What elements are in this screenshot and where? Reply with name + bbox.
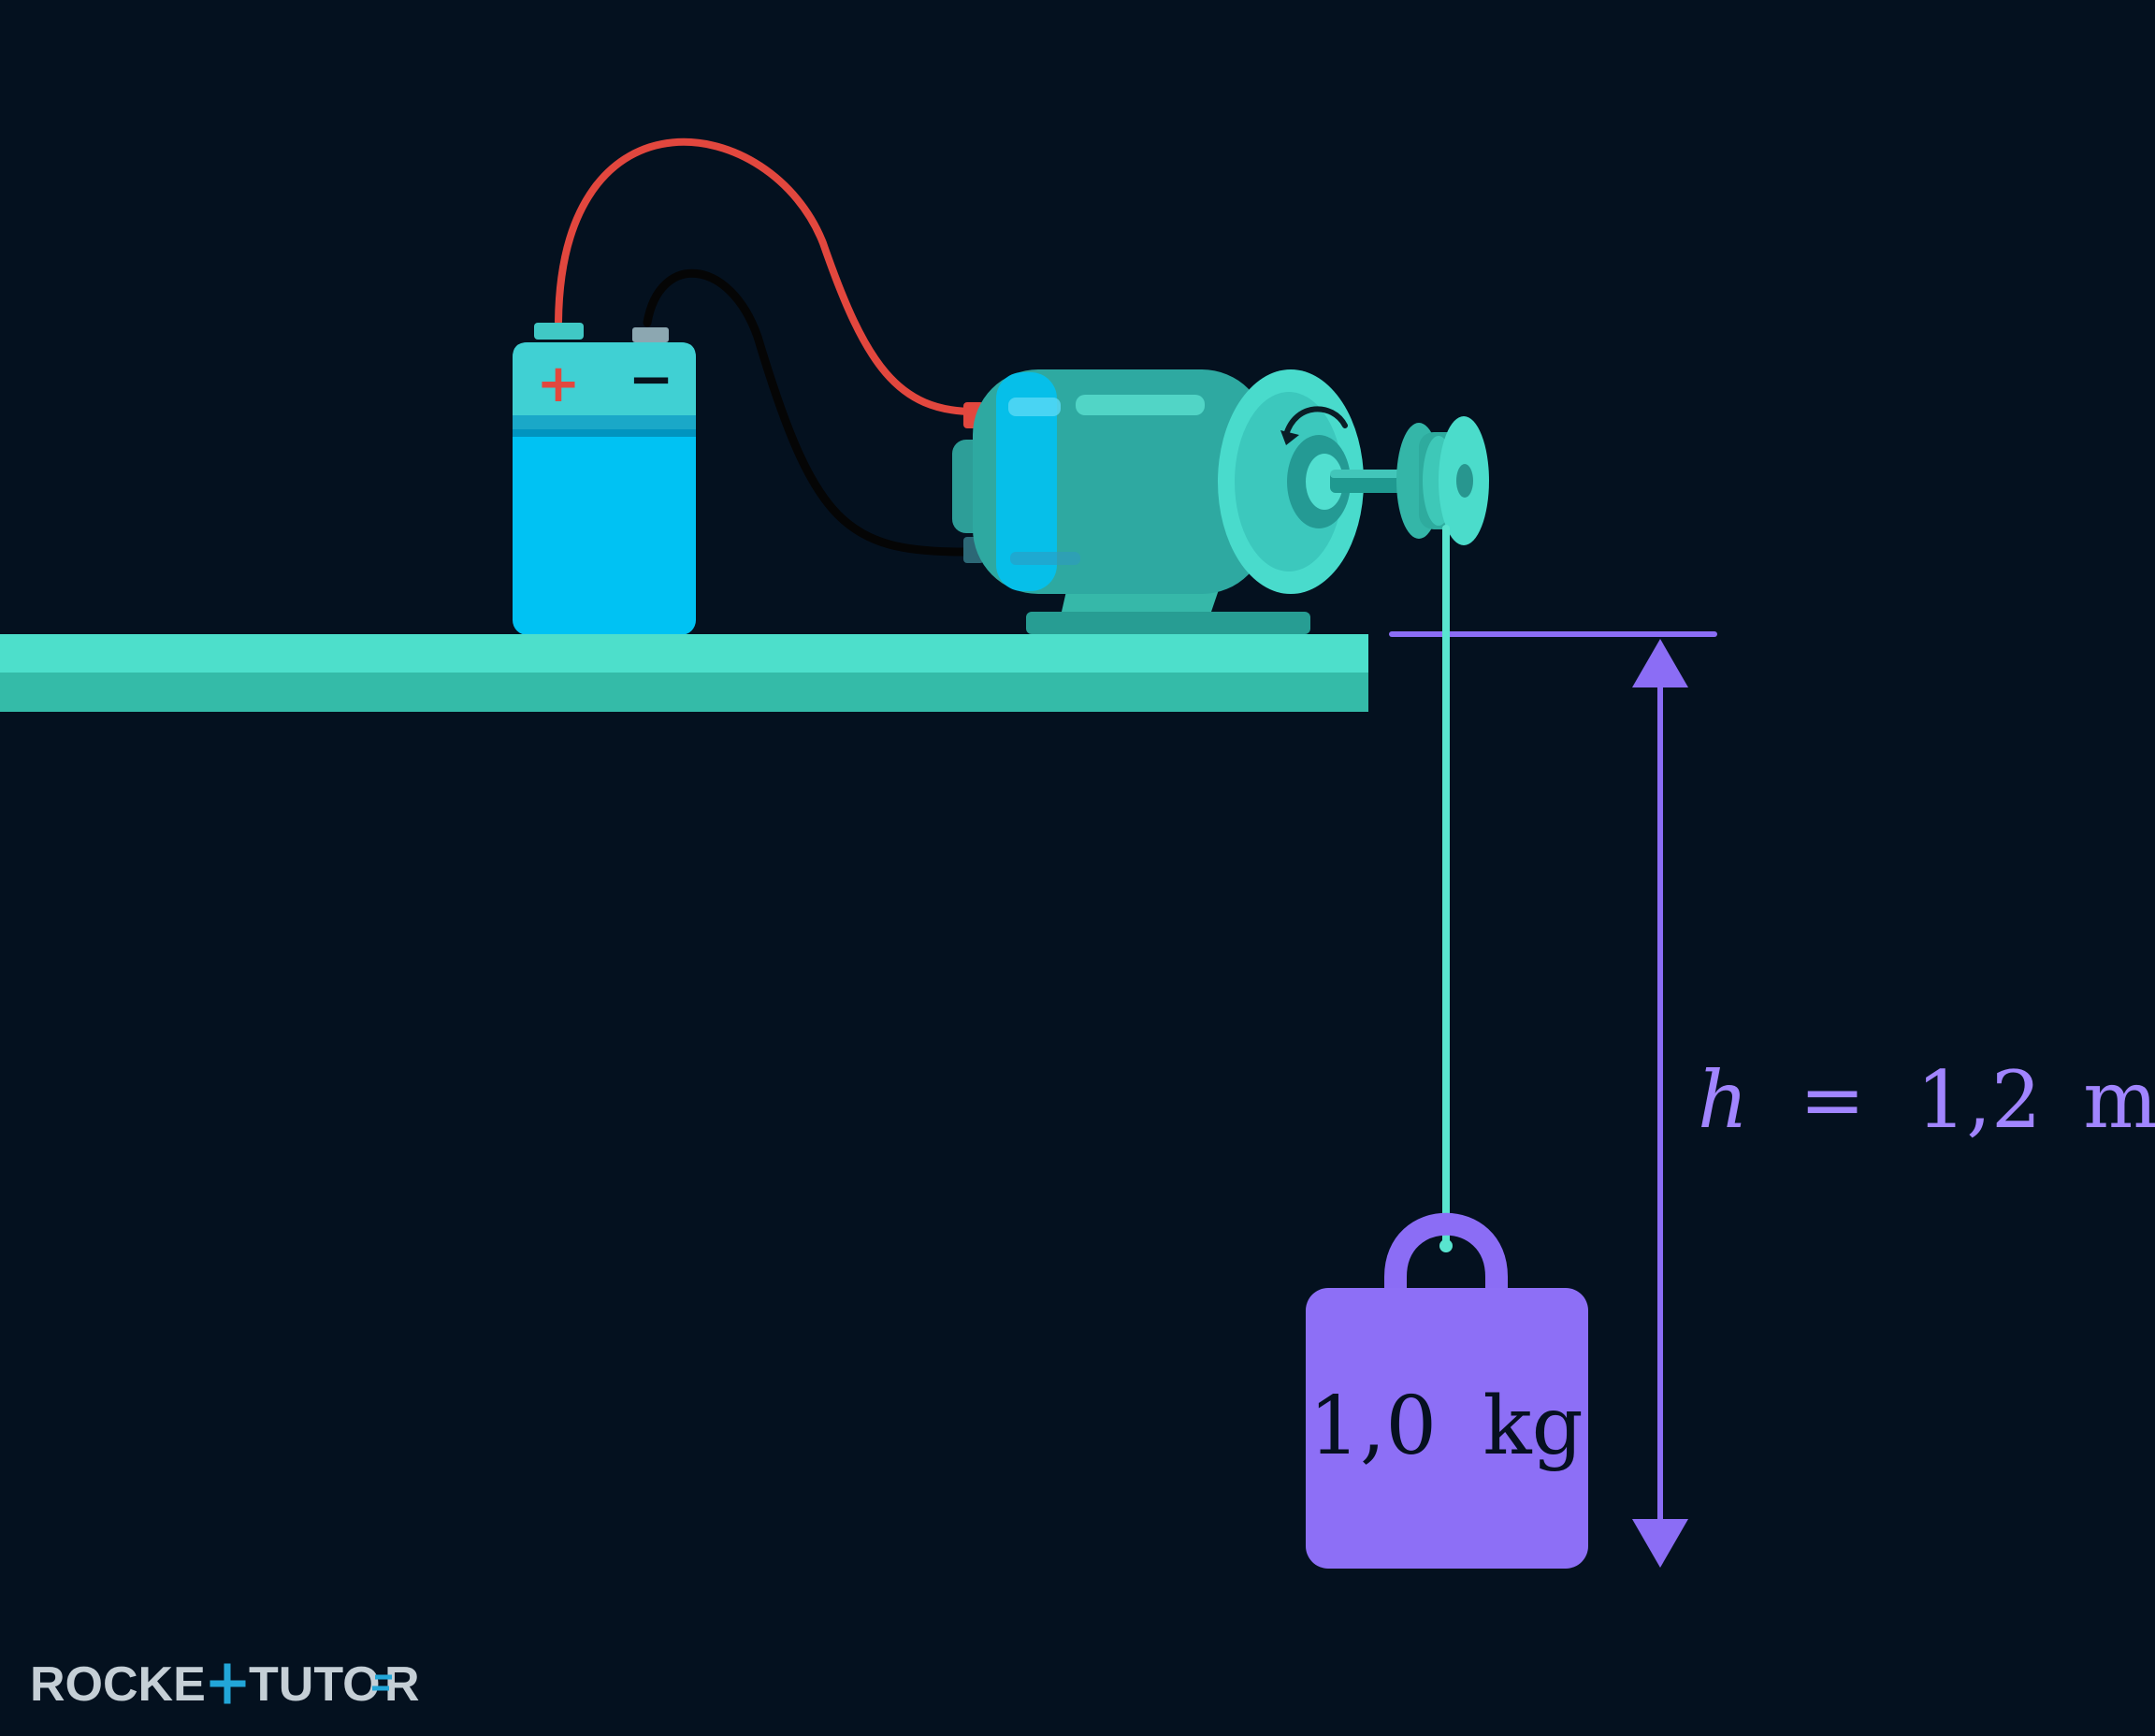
mass-unit: kg bbox=[1482, 1380, 1583, 1473]
logo-text-tutor: TUTO bbox=[249, 1657, 381, 1712]
black-wire bbox=[643, 269, 968, 557]
motor-blue-highlight bbox=[1008, 398, 1061, 416]
mass-weight: 1,0 kg bbox=[1306, 1212, 1588, 1569]
string-knot bbox=[1439, 1239, 1453, 1252]
mass-body bbox=[1306, 1288, 1588, 1569]
logo-text-rocke: ROCKE bbox=[30, 1657, 206, 1712]
motor-top-highlight bbox=[1076, 395, 1205, 415]
platform bbox=[0, 634, 1368, 712]
pulley-axle-hole bbox=[1456, 464, 1473, 498]
rotation-arrow-head-icon bbox=[1280, 430, 1299, 445]
plus-symbol: + bbox=[537, 354, 581, 414]
pulley bbox=[1396, 416, 1489, 545]
height-label: h = 1,2 m bbox=[1698, 1054, 2155, 1146]
height-variable: h bbox=[1698, 1054, 1748, 1146]
mass-label: 1,0 kg bbox=[1309, 1380, 1583, 1473]
battery-cap bbox=[513, 342, 696, 415]
electric-motor bbox=[952, 369, 1424, 634]
mass-handle bbox=[1384, 1212, 1508, 1300]
logo-text-tuto: TUTO bbox=[249, 1657, 381, 1712]
motor-blue-band bbox=[996, 372, 1057, 591]
minus-symbol: − bbox=[629, 347, 674, 411]
height-arrow-up-icon bbox=[1632, 639, 1688, 687]
red-wire bbox=[555, 137, 978, 415]
logo-text-r-letter: R bbox=[384, 1657, 420, 1712]
height-equals: = bbox=[1800, 1054, 1865, 1146]
negative-terminal bbox=[632, 327, 669, 342]
height-arrow-down-icon bbox=[1632, 1519, 1688, 1568]
logo-text: ROCKE bbox=[30, 1657, 206, 1712]
logo-text-r: R bbox=[384, 1657, 420, 1712]
motor-base bbox=[1026, 612, 1310, 634]
battery-band bbox=[513, 415, 696, 429]
motor-lower-shade bbox=[1010, 552, 1080, 565]
rocket-tutor-logo: ROCKE TUTO R bbox=[30, 1657, 420, 1712]
rotation-arrow-icon bbox=[1283, 406, 1348, 438]
height-dimension bbox=[1632, 639, 1688, 1568]
height-unit: m bbox=[2083, 1054, 2155, 1146]
positive-terminal bbox=[534, 323, 584, 340]
height-value: 1,2 bbox=[1916, 1054, 2042, 1146]
platform-shade bbox=[0, 673, 1368, 712]
mass-value: 1,0 bbox=[1309, 1380, 1437, 1473]
battery: + − bbox=[513, 323, 696, 635]
battery-shadow bbox=[513, 429, 696, 437]
motor-bearing-highlight bbox=[1306, 454, 1343, 510]
